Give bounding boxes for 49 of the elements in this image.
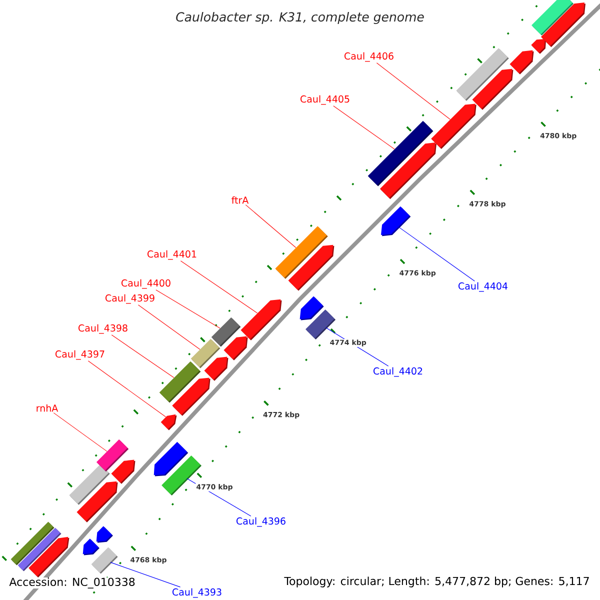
gene-block bbox=[160, 414, 177, 430]
leader-line bbox=[156, 290, 220, 329]
leader-line bbox=[88, 360, 166, 418]
leader-line bbox=[138, 304, 200, 350]
gene-box bbox=[275, 226, 328, 279]
gene-box bbox=[368, 120, 434, 186]
gene-label: Caul_4406 bbox=[344, 52, 394, 62]
gene-label: Caul_4405 bbox=[300, 95, 350, 105]
gene-block bbox=[154, 442, 188, 476]
leader-line bbox=[180, 260, 258, 314]
leader-line bbox=[333, 106, 395, 150]
gene-block bbox=[540, 2, 586, 48]
gene-block bbox=[28, 536, 70, 578]
gene-box bbox=[96, 439, 129, 472]
gene-label: Caul_4401 bbox=[148, 250, 196, 260]
gene-box bbox=[91, 547, 118, 574]
gene-block bbox=[380, 206, 411, 236]
leader-line bbox=[376, 62, 450, 120]
gene-label: Caul_4393 bbox=[172, 588, 222, 598]
gene-block bbox=[240, 299, 282, 340]
leader-line bbox=[245, 204, 296, 248]
gene-label: ftrA bbox=[232, 196, 249, 204]
leader-line bbox=[398, 226, 475, 282]
gene-box bbox=[190, 338, 220, 368]
leader-line bbox=[111, 334, 174, 378]
gene-label: Caul_4396 bbox=[236, 517, 286, 527]
gene-label: Caul_4398 bbox=[78, 324, 128, 334]
gene-block bbox=[431, 104, 476, 149]
gene-block bbox=[510, 50, 534, 74]
gene-label: Caul_4400 bbox=[122, 279, 170, 289]
gene-block bbox=[204, 356, 228, 381]
gene-block bbox=[224, 336, 248, 360]
leader-line bbox=[53, 412, 108, 452]
gene-label: Caul_4402 bbox=[374, 367, 422, 377]
gene-label: Caul_4404 bbox=[458, 282, 508, 292]
gene-box bbox=[159, 361, 201, 403]
title: Caulobacter sp. K31, complete genome bbox=[176, 12, 424, 24]
accession-text: Accession: NC_010338 bbox=[9, 578, 136, 588]
gene-block bbox=[300, 296, 324, 320]
gene-label: Caul_4397 bbox=[56, 350, 104, 360]
gene-label: rnhA bbox=[36, 404, 58, 412]
gene-block bbox=[96, 526, 113, 543]
gene-block bbox=[82, 538, 100, 556]
gene-block bbox=[76, 481, 118, 522]
gene-box bbox=[456, 48, 509, 101]
genome-info-text: Topology: circular; Length: 5,477,872 bp; Genes: 5,117 bbox=[283, 576, 591, 588]
gene-block bbox=[531, 39, 546, 54]
gene-block bbox=[111, 460, 136, 484]
gene-label: Caul_4399 bbox=[106, 294, 154, 304]
